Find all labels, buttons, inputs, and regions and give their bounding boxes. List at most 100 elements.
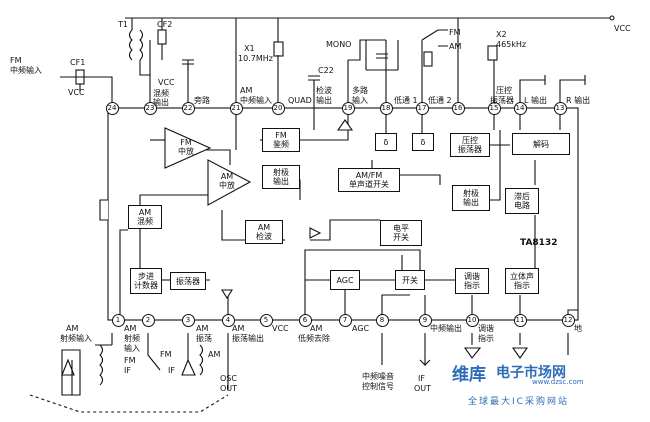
watermark-slogan: 全球最大IC采购网站 xyxy=(468,397,569,407)
pin-6: 6 xyxy=(298,313,312,327)
pin-5: 5 xyxy=(259,313,273,327)
am-rf-label: AM xyxy=(66,324,79,333)
x1-freq-label: 10.7MHz xyxy=(238,54,273,63)
pin-19: 19 xyxy=(341,101,355,115)
am-fm-mono-switch-block: AM/FM 单声道开关 xyxy=(338,168,400,192)
fm-demod-block: FM 鉴频 xyxy=(262,128,300,152)
am-switch-label: AM xyxy=(449,42,462,51)
vcc-cf1-label: VCC xyxy=(68,88,85,97)
multi-in-label-2: 输入 xyxy=(352,96,368,105)
pin-16: 16 xyxy=(451,101,465,115)
mix-out-label-2: 输出 xyxy=(153,98,169,107)
pin-11: 11 xyxy=(513,313,527,327)
switch-block: 开关 xyxy=(395,270,425,290)
pin-10: 10 xyxy=(465,313,479,327)
am-rf-pin2-label-3: 输入 xyxy=(124,344,140,353)
pin-14: 14 xyxy=(513,101,527,115)
decoder-block: 解码 xyxy=(512,133,570,155)
quad-label: QUAD xyxy=(288,96,312,105)
pin-9: 9 xyxy=(418,313,432,327)
am-osc-label: AM xyxy=(196,324,209,333)
tune-indicator-block: 调谐 指示 xyxy=(455,268,489,294)
cf2-label: CF2 xyxy=(157,20,173,29)
t1-label: T1 xyxy=(118,20,128,29)
ground-label: 地 xyxy=(574,324,582,333)
vcc-t1-label: VCC xyxy=(158,78,175,87)
agc-pin-label: AGC xyxy=(352,324,370,333)
lpf2-label: 低通 2 xyxy=(428,96,452,105)
noise-label: 中频噪音 xyxy=(362,372,394,381)
am-if-amp-block: AM 中放 xyxy=(219,172,235,190)
if-out-bottom-label-2: OUT xyxy=(414,384,432,393)
am-mixer-block: AM 混频 xyxy=(128,205,162,229)
am-osc-out-label-2: 振荡输出 xyxy=(232,334,264,343)
am-rf-pin2-label-2: 射频 xyxy=(124,334,140,343)
vcc-top-label: VCC xyxy=(614,24,631,33)
am-if-input-label: AM xyxy=(240,86,253,95)
cf1-label: CF1 xyxy=(70,58,86,67)
am-osc-out-label: AM xyxy=(232,324,245,333)
delta-block-2: δ xyxy=(412,133,434,151)
watermark-site: 电子市场网 xyxy=(496,365,566,381)
pin-7: 7 xyxy=(338,313,352,327)
fm-if-amp-symbol xyxy=(164,127,212,169)
fm-if-input-label: FM xyxy=(10,56,22,65)
pin-22: 22 xyxy=(181,101,195,115)
pin-4: 4 xyxy=(221,313,235,327)
fm-if-pin-label-2: IF xyxy=(124,366,131,375)
fm-if-input-label-2: 中频输入 xyxy=(10,66,42,75)
am-if-amp-symbol xyxy=(207,159,252,206)
am-osc-label-2: 振荡 xyxy=(196,334,212,343)
watermark-logo: 维库 xyxy=(452,365,486,385)
am-lf-label-2: 低频去除 xyxy=(298,334,330,343)
am-lf-label: AM xyxy=(310,324,323,333)
pin-17: 17 xyxy=(415,101,429,115)
am-detector-block: AM 检波 xyxy=(245,220,283,244)
pin-21: 21 xyxy=(229,101,243,115)
mix-out-label: 混频 xyxy=(153,89,169,98)
l-out-label: L 输出 xyxy=(524,96,547,105)
chip-name: TA8132 xyxy=(520,238,558,248)
x1-label: X1 xyxy=(244,44,255,53)
emitter-output-block: 射极 输出 xyxy=(262,165,300,189)
vco-label: 压控 xyxy=(496,86,512,95)
delay-circuit-block: 滞后 电路 xyxy=(505,188,539,214)
pin-2: 2 xyxy=(141,313,155,327)
if-out-bottom-label: IF xyxy=(418,374,425,383)
agc-block: AGC xyxy=(330,270,360,290)
pin-18: 18 xyxy=(379,101,393,115)
pin-8: 8 xyxy=(375,313,389,327)
det-out-label-2: 输出 xyxy=(316,96,332,105)
emitter-output-2-block: 射极 输出 xyxy=(452,185,490,211)
pin-3: 3 xyxy=(181,313,195,327)
vcc-bottom-label: VCC xyxy=(272,324,289,333)
if-switch-bottom-label: IF xyxy=(168,366,175,375)
fm-switch-label: FM xyxy=(449,28,461,37)
x2-freq-label: 465kHz xyxy=(496,40,527,49)
osc-out-label-2: OUT xyxy=(220,384,238,393)
pin-23: 23 xyxy=(143,101,157,115)
noise-label-2: 控制信号 xyxy=(362,382,394,391)
pin-20: 20 xyxy=(271,101,285,115)
am-osc-label-3: AM xyxy=(208,350,221,359)
mono-label: MONO xyxy=(326,40,352,49)
tune-ind-label: 调谐 xyxy=(478,324,494,333)
multi-in-label: 多路 xyxy=(352,86,368,95)
stereo-indicator-block: 立体声 指示 xyxy=(505,268,539,294)
osc-out-label: OSC xyxy=(220,374,237,383)
fm-if-pin-label: FM xyxy=(124,356,136,365)
vco-block: 压控 振荡器 xyxy=(450,133,490,157)
lpf1-label: 低通 1 xyxy=(394,96,418,105)
r-out-label: R 输出 xyxy=(566,96,591,105)
am-if-input-label-2: 中频输入 xyxy=(240,96,272,105)
vco-label-2: 振荡器 xyxy=(490,96,514,105)
am-rf-pin2-label: AM xyxy=(124,324,137,333)
pin-1: 1 xyxy=(111,313,125,327)
fm-switch-bottom-label: FM xyxy=(160,350,172,359)
bypass-label: 旁路 xyxy=(194,96,210,105)
pin-24: 24 xyxy=(105,101,119,115)
fm-if-amp-block: FM 中放 xyxy=(178,138,194,156)
pin-12: 12 xyxy=(561,313,575,327)
watermark-url: www.dzsc.com xyxy=(532,378,584,386)
